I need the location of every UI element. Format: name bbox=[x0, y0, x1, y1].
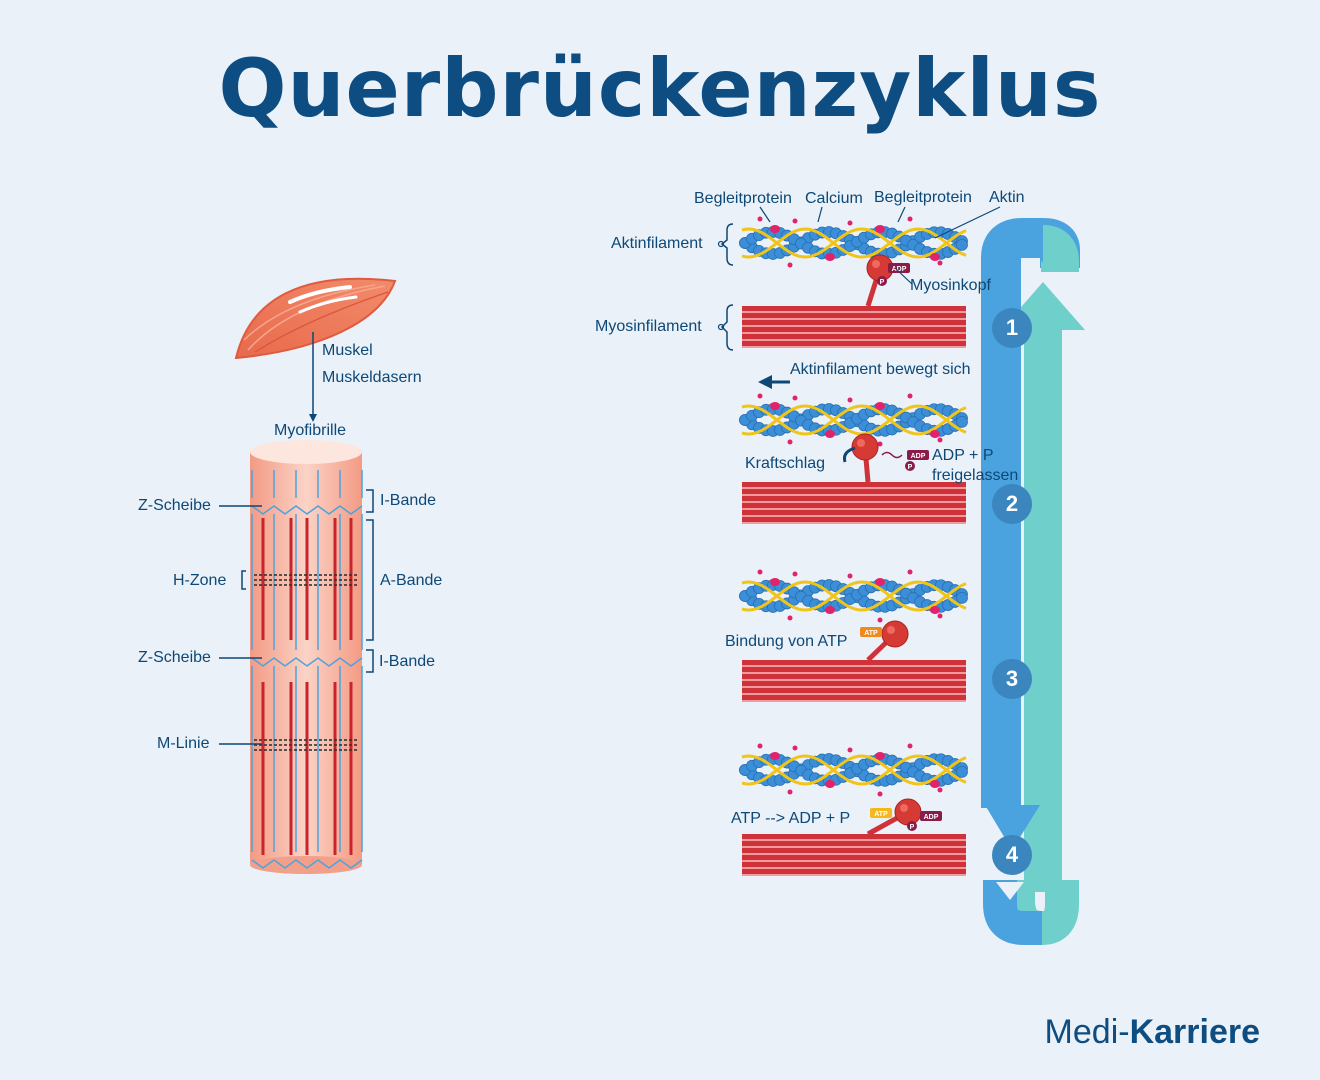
brand-part1: Medi bbox=[1044, 1013, 1119, 1051]
label-muscle-fibers: Muskeldasern bbox=[322, 369, 422, 386]
label-adp-p-released-1: ADP + P bbox=[932, 447, 994, 464]
label-myofibril: Myofibrille bbox=[274, 422, 347, 439]
label-accessory-protein-2: Begleitprotein bbox=[874, 189, 972, 206]
label-actin-moves: Aktinfilament bewegt sich bbox=[790, 361, 971, 378]
step-1-circle bbox=[992, 308, 1032, 348]
label-i-band-bottom: I-Bande bbox=[379, 653, 436, 670]
phosphate-badge-stage-2: P bbox=[905, 461, 915, 471]
label-m-line: M-Linie bbox=[157, 735, 210, 752]
label-actin-filament: Aktinfilament bbox=[611, 235, 703, 252]
label-calcium: Calcium bbox=[805, 190, 863, 207]
page-title: Querbrückenzyklus bbox=[218, 42, 1102, 135]
adp-badge-stage-1: ADP bbox=[888, 263, 910, 273]
myosin-head-stage-2 bbox=[851, 433, 879, 483]
label-z-disc-bottom: Z-Scheibe bbox=[138, 649, 211, 666]
svg-text:ATP: ATP bbox=[874, 811, 888, 818]
label-atp-hydrolysis: ATP --> ADP + P bbox=[731, 810, 851, 827]
phosphate-badge-stage-1: P bbox=[877, 276, 887, 286]
label-myosin-head: Myosinkopf bbox=[910, 277, 991, 294]
a-band-bracket bbox=[366, 519, 374, 641]
svg-text:P: P bbox=[910, 824, 915, 831]
step-4-circle bbox=[992, 835, 1032, 875]
myosin-filament-bracket bbox=[720, 304, 734, 351]
actin-filament-stage-4 bbox=[739, 743, 968, 797]
label-accessory-protein-1: Begleitprotein bbox=[694, 190, 792, 207]
myosin-filament-stage-3 bbox=[742, 660, 966, 702]
svg-text:P: P bbox=[880, 279, 885, 286]
step-4-number: 4 bbox=[1005, 842, 1019, 867]
atp-badge-stage-3: ATP bbox=[860, 627, 882, 637]
label-h-zone: H-Zone bbox=[173, 572, 227, 589]
phosphate-badge-stage-4: P bbox=[907, 821, 917, 831]
label-power-stroke: Kraftschlag bbox=[745, 455, 826, 472]
svg-text:ADP: ADP bbox=[892, 266, 907, 273]
move-left-arrow-icon bbox=[758, 375, 772, 389]
actin-filament-stage-2 bbox=[739, 393, 968, 447]
myofibril-cylinder bbox=[250, 440, 363, 874]
myosin-head-stage-3 bbox=[866, 620, 909, 662]
label-myosin-filament: Myosinfilament bbox=[595, 318, 702, 335]
step-3-circle bbox=[992, 659, 1032, 699]
adp-badge-stage-2: ADP bbox=[907, 450, 929, 460]
myosin-filament-stage-4 bbox=[742, 834, 966, 876]
step-circles bbox=[992, 308, 1032, 875]
brand-logo: Medi-Karriere bbox=[1045, 1013, 1260, 1052]
label-atp-binding: Bindung von ATP bbox=[725, 633, 848, 650]
step-3-number: 3 bbox=[1005, 666, 1019, 691]
muscle-illustration bbox=[234, 277, 397, 360]
myosin-filament-stage-1 bbox=[742, 306, 966, 348]
myosin-filament-stage-2 bbox=[742, 482, 966, 524]
atp-badge-stage-4: ATP bbox=[870, 808, 892, 818]
svg-text:ADP: ADP bbox=[911, 453, 926, 460]
label-muscle: Muskel bbox=[322, 342, 373, 359]
step-2-number: 2 bbox=[1005, 491, 1019, 516]
svg-text:ADP: ADP bbox=[924, 814, 939, 821]
label-adp-p-released-2: freigelassen bbox=[932, 467, 1019, 484]
i-band-bottom-bracket bbox=[366, 649, 374, 673]
step-1-number: 1 bbox=[1005, 315, 1019, 340]
actin-filament-stage-1 bbox=[739, 216, 968, 270]
brand-part2: Karriere bbox=[1129, 1013, 1260, 1051]
i-band-top-bracket bbox=[366, 489, 374, 513]
actin-filament-stage-3 bbox=[739, 569, 968, 623]
label-a-band: A-Bande bbox=[380, 572, 443, 589]
release-squiggle-icon bbox=[881, 451, 903, 459]
label-actin: Aktin bbox=[989, 189, 1025, 206]
actin-filament-bracket bbox=[720, 223, 734, 266]
step-2-circle bbox=[992, 484, 1032, 524]
label-i-band-top: I-Bande bbox=[380, 492, 437, 509]
power-stroke-arrow-icon bbox=[843, 446, 856, 463]
brand-separator: - bbox=[1118, 1013, 1130, 1051]
svg-text:P: P bbox=[908, 464, 913, 471]
myosin-head-stage-4 bbox=[866, 798, 922, 837]
svg-text:ATP: ATP bbox=[864, 630, 878, 637]
label-z-disc-top: Z-Scheibe bbox=[138, 497, 211, 514]
adp-badge-stage-4: ADP bbox=[920, 811, 942, 821]
